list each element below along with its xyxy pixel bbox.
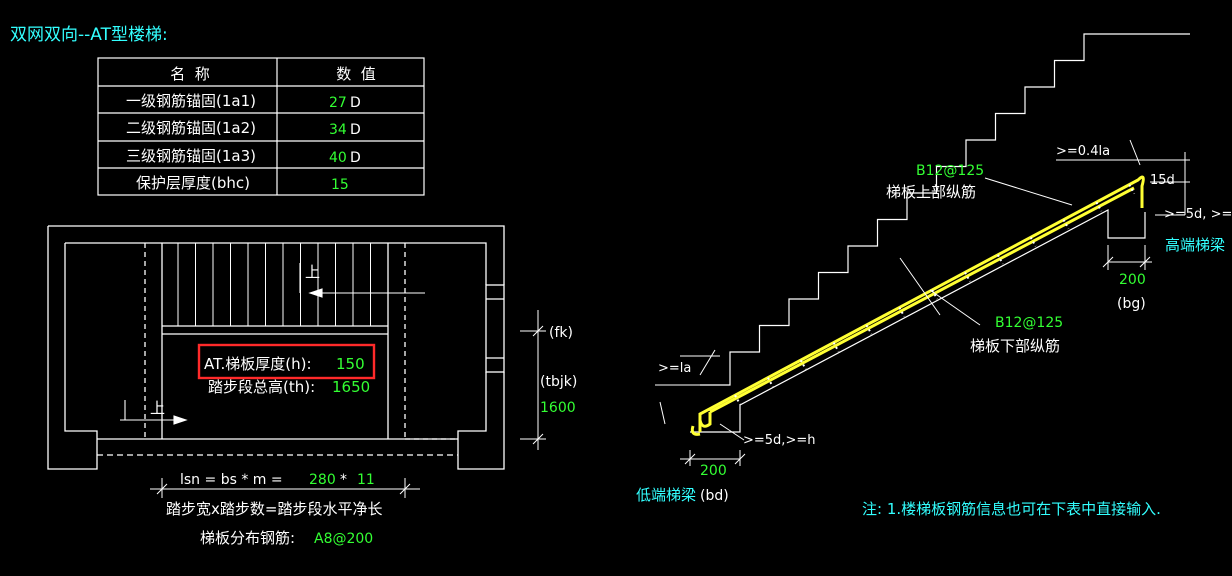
step-profile bbox=[700, 33, 1190, 386]
times-sign: * bbox=[340, 472, 347, 488]
rebar-tie bbox=[996, 254, 1004, 265]
stair-treads bbox=[177, 243, 371, 326]
up-label-bottom: 上 bbox=[150, 399, 165, 417]
thickness-label: AT.梯板厚度(h): bbox=[204, 355, 312, 373]
hook-15d-label: 15d bbox=[1150, 173, 1175, 188]
rebar-tie bbox=[799, 359, 807, 370]
rebar-tie bbox=[1062, 219, 1070, 230]
rebar-ties bbox=[734, 184, 1136, 405]
tbjk-value[interactable]: 1600 bbox=[540, 400, 576, 416]
table-row-name: 一级钢筋锚固(1a1) bbox=[126, 92, 256, 110]
table-cell-unit: D bbox=[350, 95, 361, 111]
anchor-top-label: >=0.4la bbox=[1056, 144, 1110, 159]
table-cell-unit: D bbox=[350, 122, 361, 138]
table-cell-value[interactable]: 40 bbox=[329, 150, 347, 166]
rebar-tie bbox=[1029, 236, 1037, 247]
bg-label: (bg) bbox=[1117, 296, 1146, 312]
note-text: 注: 1.楼梯板钢筋信息也可在下表中直接输入. bbox=[862, 500, 1161, 518]
bottom-rebar-code[interactable]: B12@125 bbox=[995, 315, 1063, 331]
fk-label: (fk) bbox=[549, 325, 573, 341]
m-value[interactable]: 11 bbox=[357, 472, 375, 488]
anchor-low-label: >=la bbox=[658, 361, 691, 376]
tbjk-label: (tbjk) bbox=[540, 374, 577, 390]
page-title: 双网双向--AT型楼梯: bbox=[10, 25, 168, 45]
anchor-table bbox=[97, 57, 425, 196]
table-cell-value[interactable]: 27 bbox=[329, 95, 347, 111]
bd-label: (bd) bbox=[700, 488, 729, 504]
high-beam-label: 高端梯梁 bbox=[1165, 236, 1225, 254]
rebar-bottom bbox=[698, 186, 1135, 428]
rebar-tie bbox=[734, 394, 741, 405]
table-cell-value[interactable]: 15 bbox=[331, 177, 349, 193]
low-beam-label: 低端梯梁 bbox=[636, 486, 696, 504]
up-arrow bbox=[120, 263, 425, 425]
rebar-tie bbox=[865, 324, 873, 335]
rebar-tie bbox=[898, 307, 906, 318]
thickness-highlight-box bbox=[197, 343, 376, 380]
table-row-name: 二级钢筋锚固(1a2) bbox=[126, 119, 256, 137]
bd-value[interactable]: 200 bbox=[700, 463, 727, 479]
lsn-dimension bbox=[150, 478, 420, 498]
lsn-label: lsn = bs * m = bbox=[180, 472, 283, 488]
plan-width-dimension bbox=[520, 310, 546, 450]
table-row-name: 保护层厚度(bhc) bbox=[136, 174, 250, 192]
height-value[interactable]: 1650 bbox=[332, 378, 370, 396]
rebar-tie bbox=[1095, 201, 1103, 212]
bottom-rebar-name: 梯板下部纵筋 bbox=[970, 337, 1060, 355]
table-header-value: 数 值 bbox=[336, 65, 376, 83]
thickness-value[interactable]: 150 bbox=[336, 355, 365, 373]
table-header-name: 名 称 bbox=[170, 65, 210, 83]
rebar-tie bbox=[964, 271, 971, 282]
top-rebar-name: 梯板上部纵筋 bbox=[886, 183, 976, 201]
rebar-top bbox=[690, 175, 1145, 436]
stair-plan bbox=[47, 225, 505, 470]
dist-rebar-label: 梯板分布钢筋: bbox=[200, 529, 295, 547]
rebar-tie bbox=[767, 377, 774, 388]
up-label-top: 上 bbox=[305, 263, 320, 281]
slab-soffit bbox=[690, 209, 1146, 433]
bs-value[interactable]: 280 bbox=[309, 472, 336, 488]
rebar-tie bbox=[1128, 184, 1136, 195]
anchor-high-label: >=5d, >= bbox=[1164, 207, 1232, 222]
top-rebar-code[interactable]: B12@125 bbox=[916, 163, 984, 179]
lsn-caption: 踏步宽x踏步数=踏步段水平净长 bbox=[166, 500, 382, 518]
table-cell-unit: D bbox=[350, 150, 361, 166]
bg-value[interactable]: 200 bbox=[1119, 272, 1146, 288]
dist-rebar-value[interactable]: A8@200 bbox=[314, 531, 373, 547]
table-cell-value[interactable]: 34 bbox=[329, 122, 347, 138]
rebar-tie bbox=[832, 342, 840, 353]
stair-section-outline bbox=[700, 33, 1190, 386]
leader-lines bbox=[655, 139, 1190, 466]
table-row-name: 三级钢筋锚固(1a3) bbox=[126, 147, 256, 165]
height-label: 踏步段总高(th): bbox=[208, 378, 315, 396]
anchor-low2-label: >=5d,>=h bbox=[743, 433, 815, 448]
